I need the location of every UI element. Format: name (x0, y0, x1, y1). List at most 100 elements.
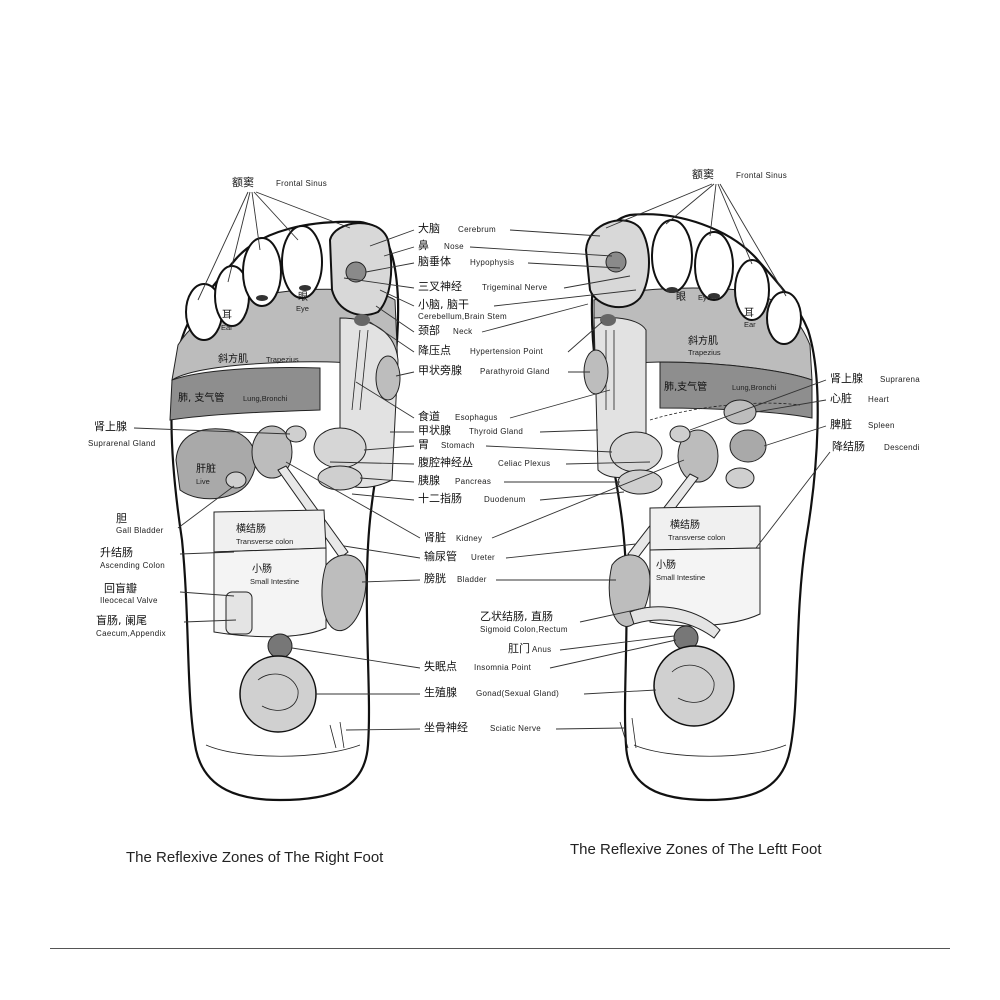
gonad-callout: 生殖腺 Gonad(Sexual Gland) (316, 685, 657, 699)
right-gall-en: Gall Bladder (116, 526, 164, 535)
thyroid-cn: 甲状腺 (418, 423, 451, 437)
right-liver-label-en: Live (196, 477, 210, 486)
insomnia-callout: 失眠点 Insomnia Point (291, 639, 677, 673)
left-frontal-sinus-leaders (605, 183, 787, 297)
cerebrum-cn: 大脑 (418, 221, 440, 235)
left-small-label-en: Small Intestine (656, 573, 705, 582)
insomnia-en: Insomnia Point (474, 663, 532, 672)
left-pancreas (617, 469, 663, 495)
hypophysis-en: Hypophysis (470, 258, 514, 267)
left-trapezius-label-en: Trapezius (688, 348, 721, 357)
hypertension-en: Hypertension Point (470, 347, 543, 356)
left-heart-cn: 心脏 (830, 392, 852, 405)
right-kidney (251, 425, 293, 479)
left-small-label-cn: 小肠 (656, 559, 676, 571)
left-toe-4 (734, 259, 770, 321)
duodenum-en: Duodenum (484, 495, 526, 504)
right-ileocecal-en: Ileocecal Valve (100, 596, 158, 605)
right-ascending-en: Ascending Colon (100, 561, 165, 570)
stomach-cn: 胃 (418, 438, 429, 451)
celiac-cn: 腹腔神经丛 (418, 455, 473, 469)
right-toe-3 (242, 237, 282, 307)
left-stomach (609, 431, 663, 473)
parathyroid-callout: 甲状旁腺 Parathyroid Gland (395, 363, 590, 377)
right-ileocecal-cn: 回盲瓣 (104, 581, 137, 595)
bladder-cn: 膀胱 (424, 571, 446, 585)
kidney-callout: 肾脏 Kidney (285, 459, 685, 544)
right-caecum (225, 591, 253, 635)
left-lung-band (659, 361, 813, 419)
right-lung-label-cn: 肺, 支气管 (178, 391, 224, 404)
parathyroid-en: Parathyroid Gland (480, 367, 550, 376)
nose-callout: 鼻 Nose (383, 238, 613, 257)
thyroid-en: Thyroid Gland (469, 427, 523, 436)
right-lung-band (169, 367, 321, 421)
center-callouts: 大脑 Cerebrum 鼻 Nose 脑垂体 Hypophysis 三叉神经 T… (285, 221, 685, 734)
right-eye-label-en: Eye (296, 304, 309, 313)
left-eye-label-cn: 眼 (676, 291, 686, 303)
pancreas-cn: 胰腺 (418, 473, 440, 487)
right-small-label-cn: 小肠 (252, 563, 272, 575)
left-suprarenal-dot (669, 425, 691, 443)
duodenum-cn: 十二指肠 (418, 491, 462, 505)
right-eye-mark-2 (299, 285, 311, 291)
thyroid-callout: 甲状腺 Thyroid Gland (390, 423, 599, 437)
insomnia-cn: 失眠点 (424, 660, 457, 673)
right-lung-label-en: Lung,Bronchi (243, 394, 288, 403)
hypophysis-callout: 脑垂体 Hypophysis (365, 254, 621, 273)
right-eye-mark-1 (256, 295, 268, 301)
right-foot: 耳 Ear 眼 Eye 斜方肌 Trapezius 肺, 支气管 Lung,Br… (88, 176, 401, 866)
anus-en: Anus (532, 645, 551, 654)
left-transverse-label-cn: 横结肠 (670, 518, 700, 531)
left-suprarenal-en: Suprarena (880, 375, 920, 384)
right-eye-label-cn: 眼 (298, 291, 308, 303)
left-hypertension-dot (600, 314, 616, 326)
anus-cn: 肛门 (508, 641, 530, 655)
right-ear-label-en: Ear (221, 323, 233, 332)
left-toe-2 (651, 219, 693, 293)
right-gall (225, 471, 247, 489)
right-trapezius-label-en: Trapezius (266, 355, 299, 364)
left-lung-label-en: Lung,Bronchi (732, 383, 777, 392)
left-ear-label-cn: 耳 (744, 307, 754, 319)
right-caecum-cn: 盲肠, 阑尾 (96, 613, 147, 627)
esophagus-en: Esophagus (455, 413, 498, 422)
left-kidney (677, 429, 719, 483)
right-suprarenal-cn: 肾上腺 (94, 419, 127, 433)
sciatic-callout: 坐骨神经 Sciatic Nerve (345, 720, 625, 734)
trigeminal-cn: 三叉神经 (418, 279, 462, 293)
left-toe-3 (694, 231, 734, 301)
left-frontal-sinus-cn: 额窦 (692, 168, 714, 181)
bottom-rule (50, 948, 950, 949)
left-toe-5 (766, 291, 802, 345)
right-small-label-en: Small Intestine (250, 577, 299, 586)
left-descending-cn: 降结肠 (832, 439, 865, 453)
trigeminal-en: Trigeminal Nerve (482, 283, 548, 292)
right-frontal-sinus-leaders (197, 191, 351, 301)
celiac-en: Celiac Plexus (498, 459, 550, 468)
nose-cn: 鼻 (418, 238, 429, 252)
stomach-en: Stomach (441, 441, 475, 450)
left-sigmoid (629, 606, 721, 639)
bladder-en: Bladder (457, 575, 487, 584)
right-pancreas (317, 465, 363, 491)
left-suprarenal-cn: 肾上腺 (830, 371, 863, 385)
right-gall-cn: 胆 (116, 512, 127, 525)
left-spleen-en: Spleen (868, 421, 895, 430)
bladder-callout: 膀胱 Bladder (361, 571, 616, 585)
left-frontal-sinus-en: Frontal Sinus (736, 171, 787, 180)
ureter-cn: 输尿管 (424, 549, 457, 563)
left-spleen-cn: 脾脏 (830, 417, 852, 431)
right-trapezius-label-cn: 斜方肌 (218, 352, 248, 365)
right-ascending-cn: 升结肠 (100, 546, 133, 559)
duodenum-callout: 十二指肠 Duodenum (351, 491, 625, 505)
cerebellum-cn: 小脑, 脑干 (418, 298, 469, 311)
sciatic-cn: 坐骨神经 (424, 720, 468, 734)
left-lung-label-cn: 肺,支气管 (664, 380, 707, 393)
sigmoid-en: Sigmoid Colon,Rectum (480, 625, 568, 634)
right-ear-label-cn: 耳 (222, 309, 232, 321)
gonad-cn: 生殖腺 (424, 685, 457, 699)
neck-cn: 颈部 (418, 323, 440, 337)
ureter-callout: 输尿管 Ureter (343, 543, 637, 563)
